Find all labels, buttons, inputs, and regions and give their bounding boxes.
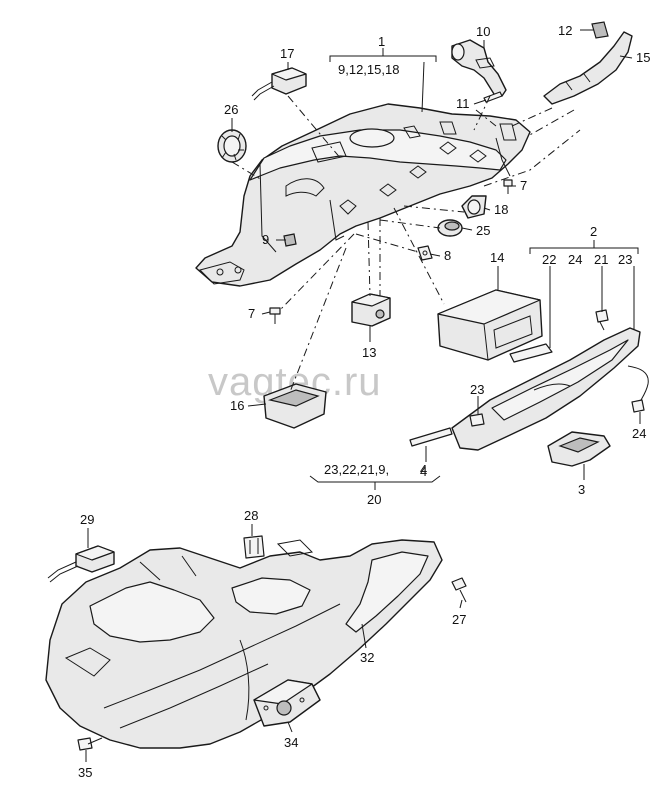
callout-10: 10 (476, 24, 490, 39)
callout-1: 1 (378, 34, 385, 49)
callout-23: 23 (470, 382, 484, 397)
part-17-sensor (251, 67, 307, 101)
part-18-speaker-grille (461, 195, 487, 219)
callout-16: 16 (230, 398, 244, 413)
callout-7-upper: 7 (520, 178, 527, 193)
callout-2: 2 (590, 224, 597, 239)
callout-11: 11 (456, 96, 470, 111)
part-35-screw (77, 737, 103, 751)
part-21-screw (595, 309, 609, 331)
part-14-storage-box (437, 289, 543, 361)
callout-26: 26 (224, 102, 238, 117)
dashboard-trim-panel (195, 103, 531, 287)
callout-12: 12 (558, 23, 572, 38)
callout-9: 9 (262, 232, 269, 247)
callout-15: 15 (636, 50, 650, 65)
callout-2-sub-21: 21 (594, 252, 608, 267)
callout-20: 20 (367, 492, 381, 507)
callout-24: 24 (632, 426, 646, 441)
part-3-lock (547, 431, 611, 467)
part-23-bracket (469, 413, 485, 427)
part-13-switch (351, 293, 391, 327)
part-10-hinge (451, 39, 507, 97)
part-27-screw (451, 577, 467, 603)
callout-7-lower: 7 (248, 306, 255, 321)
callout-labels: 1 9,12,15,18 17 26 10 11 12 15 7 18 25 9… (78, 23, 650, 780)
part-4-rod (409, 427, 453, 447)
callout-18: 18 (494, 202, 508, 217)
callout-20-sub-4: 4 (420, 462, 427, 477)
callout-14: 14 (490, 250, 504, 265)
part-9-clip (283, 233, 297, 247)
callout-2-sub-22: 22 (542, 252, 556, 267)
part-34-switch-panel (253, 679, 321, 727)
callout-3: 3 (578, 482, 585, 497)
part-29-sensor (47, 545, 115, 583)
callout-34: 34 (284, 735, 298, 750)
callout-13: 13 (362, 345, 376, 360)
part-16-tray (263, 383, 327, 429)
part-7-screw-upper (503, 179, 513, 194)
callout-27: 27 (452, 612, 466, 627)
part-8-nut (417, 245, 433, 261)
glovebox-lid (451, 327, 641, 451)
callout-25: 25 (476, 223, 490, 238)
callout-29: 29 (80, 512, 94, 527)
part-24-cable (627, 365, 649, 413)
callout-28: 28 (244, 508, 258, 523)
callout-2-sub-23: 23 (618, 252, 632, 267)
part-22-latch (509, 343, 553, 363)
callout-35: 35 (78, 765, 92, 780)
part-26-ring (217, 129, 247, 163)
callout-32: 32 (360, 650, 374, 665)
callout-20-sub: 23,22,21,9, (324, 462, 389, 477)
callout-2-sub-24: 24 (568, 252, 582, 267)
part-7-screw-lower (269, 307, 281, 324)
part-25-cap (437, 219, 463, 237)
part-12-clip (591, 21, 609, 39)
callout-1-sub: 9,12,15,18 (338, 62, 399, 77)
callout-4: 4 (420, 464, 427, 479)
center-console (45, 539, 443, 749)
part-28-clip (243, 535, 265, 559)
part-15-trim-strip (543, 31, 633, 105)
callout-8: 8 (444, 248, 451, 263)
callout-17: 17 (280, 46, 294, 61)
leader-lines (85, 29, 641, 762)
